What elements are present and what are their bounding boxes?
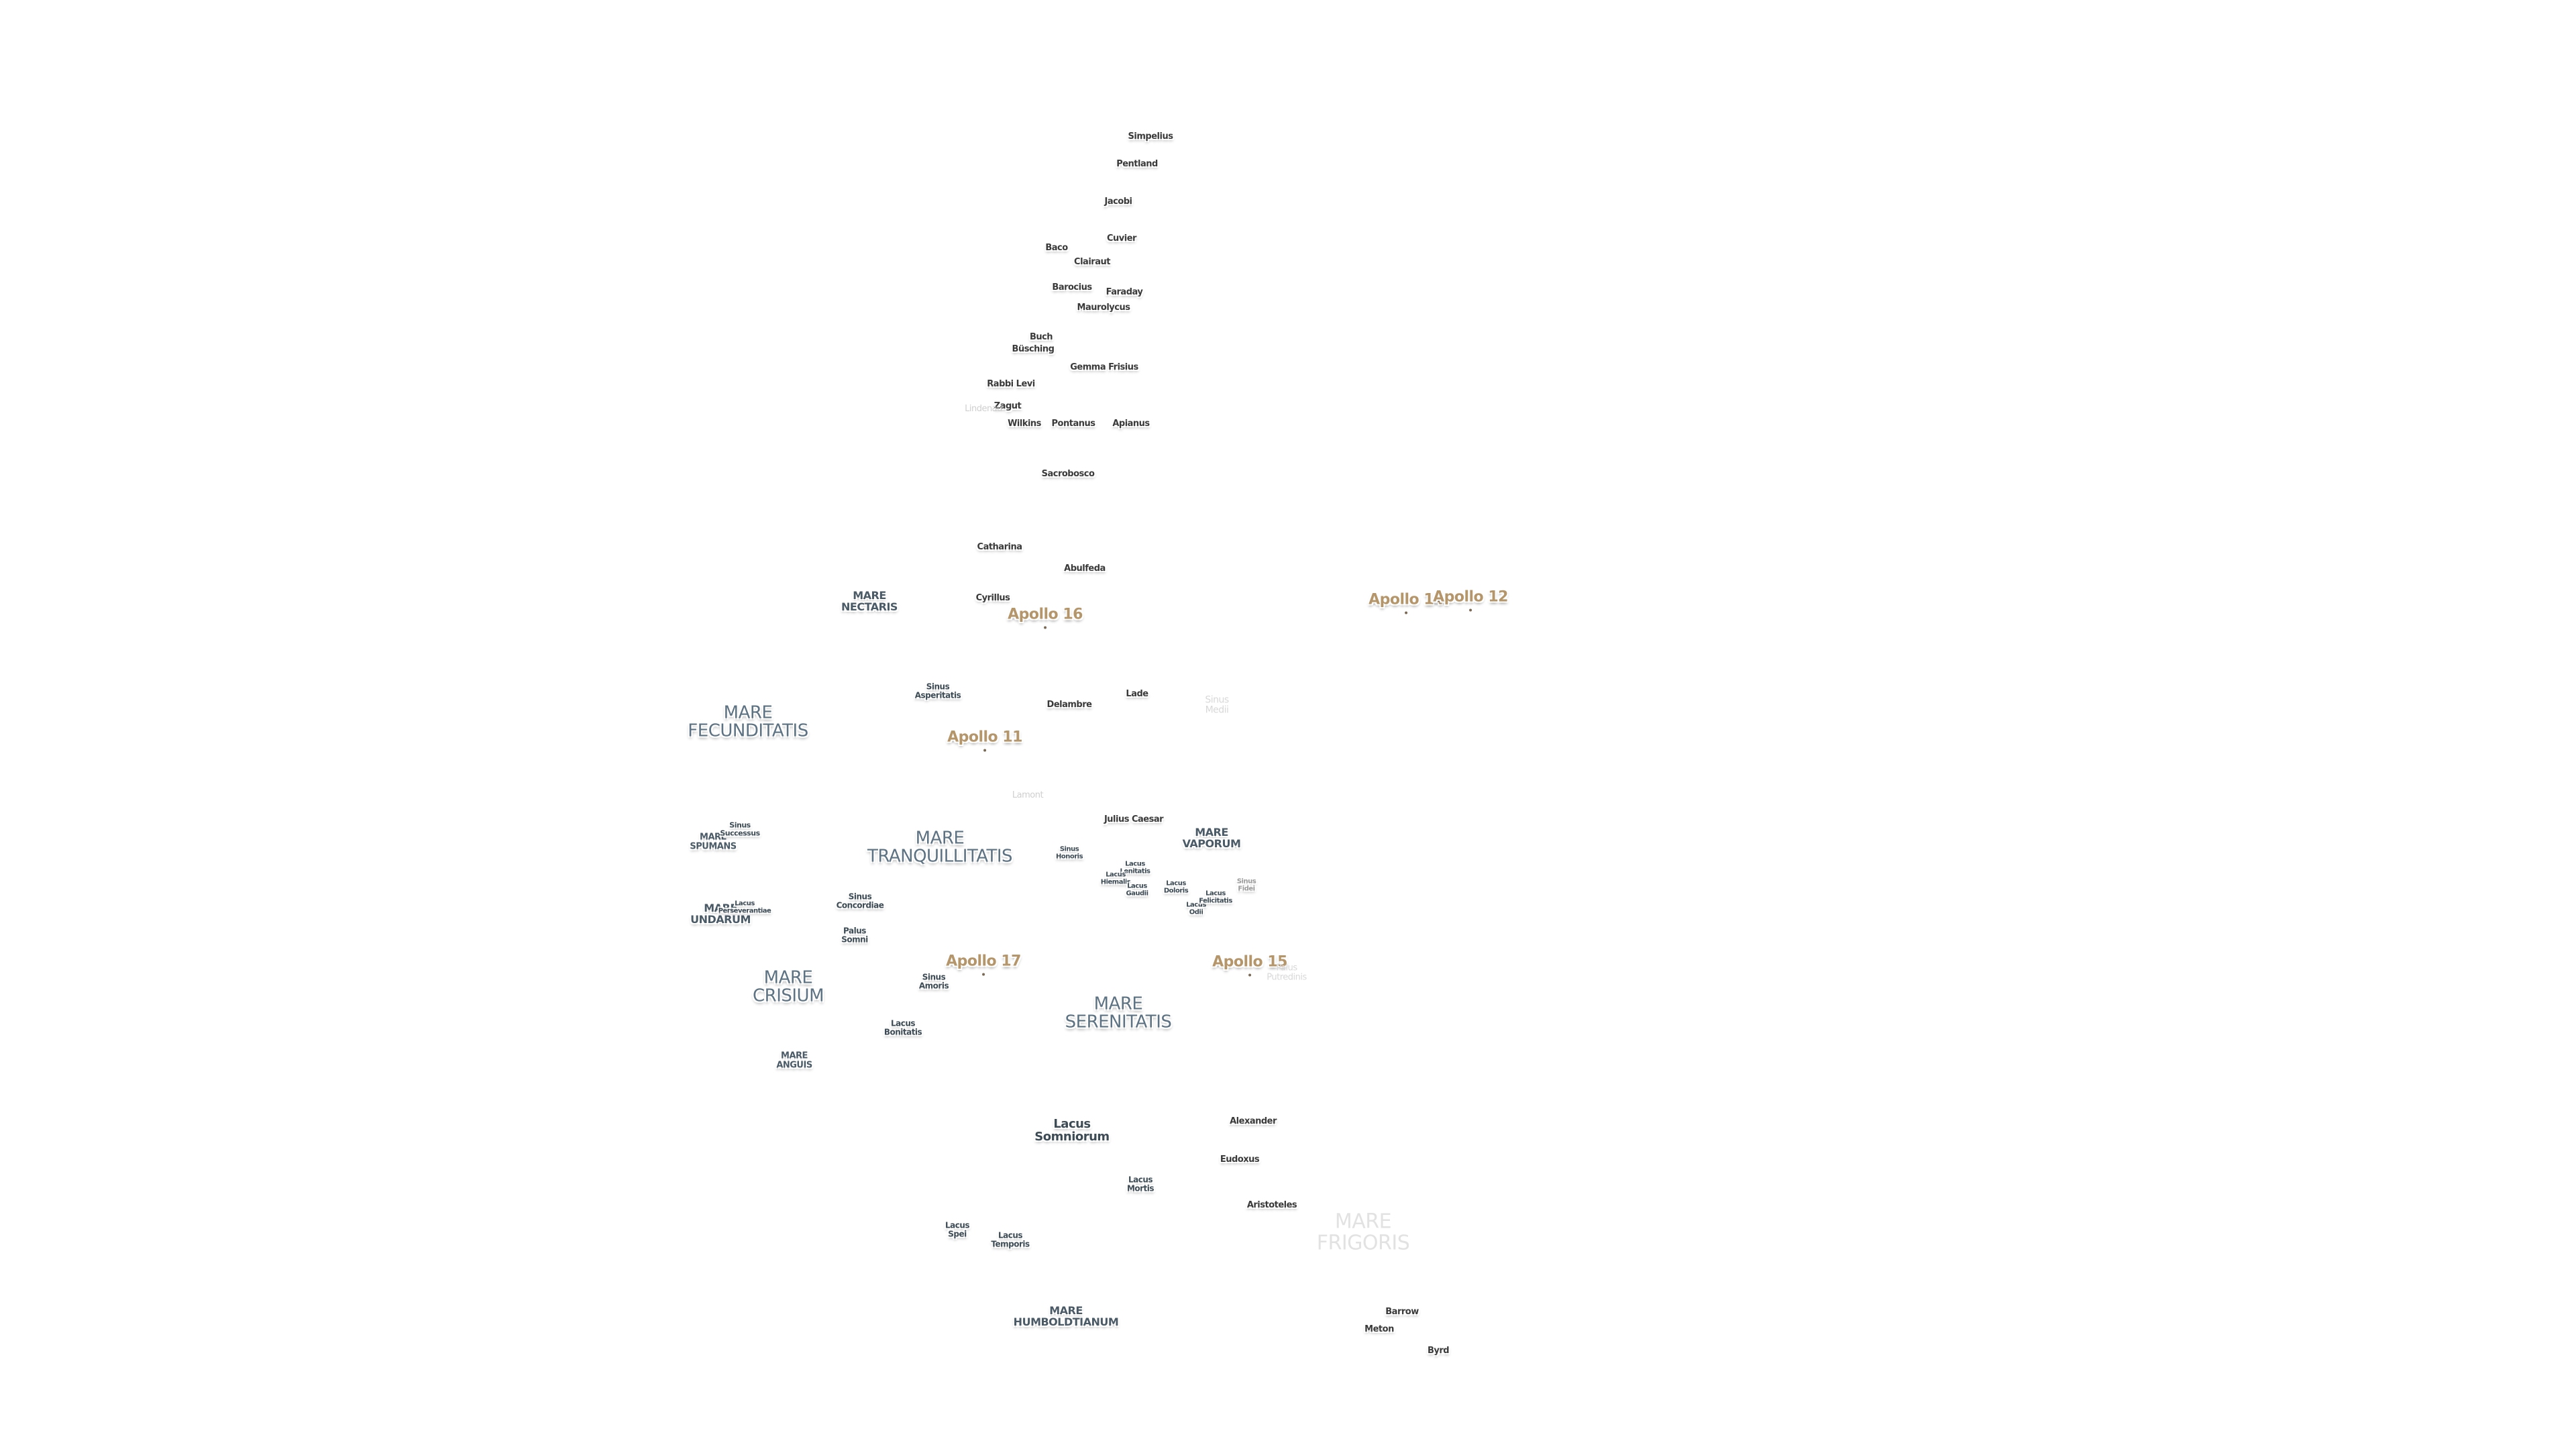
palus-somni-label: Palus Somni: [841, 926, 868, 944]
crater-label-apianus: Apianus: [1112, 419, 1150, 429]
lacus-mortis-label: Lacus Mortis: [1126, 1175, 1155, 1193]
apollo-11-site[interactable]: Apollo 11: [947, 729, 1022, 752]
apollo-17-site[interactable]: Apollo 17: [946, 953, 1021, 976]
sinus-fidei-label: Sinus Fidei: [1236, 877, 1256, 892]
mare-serenitatis-label: MARE SERENITATIS: [1065, 994, 1172, 1032]
lacus-gaudii-label: Lacus Gaudii: [1126, 882, 1148, 897]
sinus-medii-label: Sinus Medii: [1205, 694, 1229, 715]
crater-label-lindenau: Lindenau: [965, 404, 1002, 415]
crater-label-maurolycus: Maurolycus: [1077, 303, 1130, 313]
lacus-doloris-label: Lacus Doloris: [1163, 879, 1189, 894]
crater-label-aristoteles: Aristoteles: [1246, 1200, 1297, 1211]
mare-tranquillitatis-label: MARE TRANQUILLITATIS: [867, 828, 1013, 867]
lacus-spei-label: Lacus Spei: [945, 1220, 970, 1238]
lacus-lenitatis-label: Lacus Lenitatis: [1120, 860, 1150, 875]
crater-label-baco: Baco: [1045, 243, 1068, 254]
crater-label-jacobi: Jacobi: [1104, 197, 1132, 207]
mare-anguis-label: MARE ANGUIS: [776, 1051, 812, 1070]
mare-nectaris-label: MARE NECTARIS: [841, 589, 898, 613]
crater-label-gemma-frisius: Gemma Frisius: [1070, 362, 1138, 373]
crater-label-meton: Meton: [1364, 1324, 1394, 1335]
mare-spumans-label: MARE SPUMANS: [690, 832, 737, 851]
crater-label-wilkins: Wilkins: [1008, 419, 1041, 429]
crater-label-alexander: Alexander: [1230, 1116, 1277, 1127]
crater-label-cuvier: Cuvier: [1107, 233, 1136, 244]
crater-label-rabbi-levi: Rabbi Levi: [987, 379, 1035, 390]
sinus-amoris-label: Sinus Amoris: [918, 972, 949, 990]
mare-frigoris-label: MARE FRIGORIS: [1316, 1210, 1410, 1254]
sinus-successus-label: Sinus Successus: [720, 820, 760, 837]
crater-label-julius-caesar: Julius Caesar: [1104, 814, 1164, 825]
mare-fecunditatis-label: MARE FECUNDITATIS: [688, 702, 808, 741]
lacus-somniorum-label: Lacus Somniorum: [1034, 1117, 1110, 1144]
lacus-bonitatis-label: Lacus Bonitatis: [883, 1018, 922, 1036]
lacus-perseverantiae-label: Lacus Perseverantiae: [718, 900, 771, 914]
crater-label-lade: Lade: [1126, 689, 1148, 700]
lacus-felicitatis-label: Lacus Felicitatis: [1199, 890, 1232, 904]
lacus-temporis-label: Lacus Temporis: [991, 1230, 1030, 1248]
crater-label-sacrobosco: Sacrobosco: [1041, 469, 1095, 480]
crater-label-delambre: Delambre: [1046, 700, 1092, 710]
crater-label-lamont: Lamont: [1012, 790, 1044, 801]
apollo-15-site[interactable]: Apollo 15: [1212, 953, 1287, 977]
crater-label-simpelius: Simpelius: [1128, 131, 1173, 142]
apollo-16-site[interactable]: Apollo 16: [1008, 606, 1083, 629]
crater-label-byrd: Byrd: [1427, 1346, 1450, 1356]
crater-label-cyrillus: Cyrillus: [975, 593, 1010, 604]
mare-crisium-label: MARE CRISIUM: [752, 967, 824, 1006]
lacus-odii-label: Lacus Odii: [1186, 901, 1206, 916]
palus-putredinis-label: Palus Putredinis: [1267, 963, 1307, 982]
crater-label-busching: Büsching: [1012, 344, 1055, 355]
sinus-asperitatis-label: Sinus Asperitatis: [914, 682, 961, 700]
mare-vaporum-label: MARE VAPORUM: [1182, 826, 1241, 850]
crater-label-pentland: Pentland: [1116, 159, 1158, 170]
crater-label-barocius: Barocius: [1052, 282, 1092, 293]
lacus-hiemalis-label: Lacus Hiemalis: [1100, 871, 1131, 885]
sinus-honoris-label: Sinus Honoris: [1055, 845, 1083, 860]
crater-label-barrow: Barrow: [1385, 1307, 1419, 1318]
apollo-12-site[interactable]: Apollo 12: [1433, 588, 1508, 612]
crater-label-catharina: Catharina: [977, 542, 1022, 553]
mare-humboldtianum-label: MARE HUMBOLDTIANUM: [1013, 1304, 1119, 1328]
crater-label-pontanus: Pontanus: [1051, 419, 1095, 429]
crater-label-clairaut: Clairaut: [1074, 257, 1110, 268]
sinus-concordiae-label: Sinus Concordiae: [836, 892, 884, 910]
crater-label-abulfeda: Abulfeda: [1064, 564, 1106, 574]
crater-label-zagut: Zagut: [994, 401, 1022, 412]
apollo-14-site[interactable]: Apollo 14: [1368, 591, 1444, 614]
mare-undarum-label: MARE UNDARUM: [690, 902, 751, 926]
crater-label-eudoxus: Eudoxus: [1220, 1155, 1260, 1165]
crater-label-faraday: Faraday: [1106, 287, 1143, 298]
crater-label-buch: Buch: [1029, 332, 1053, 343]
